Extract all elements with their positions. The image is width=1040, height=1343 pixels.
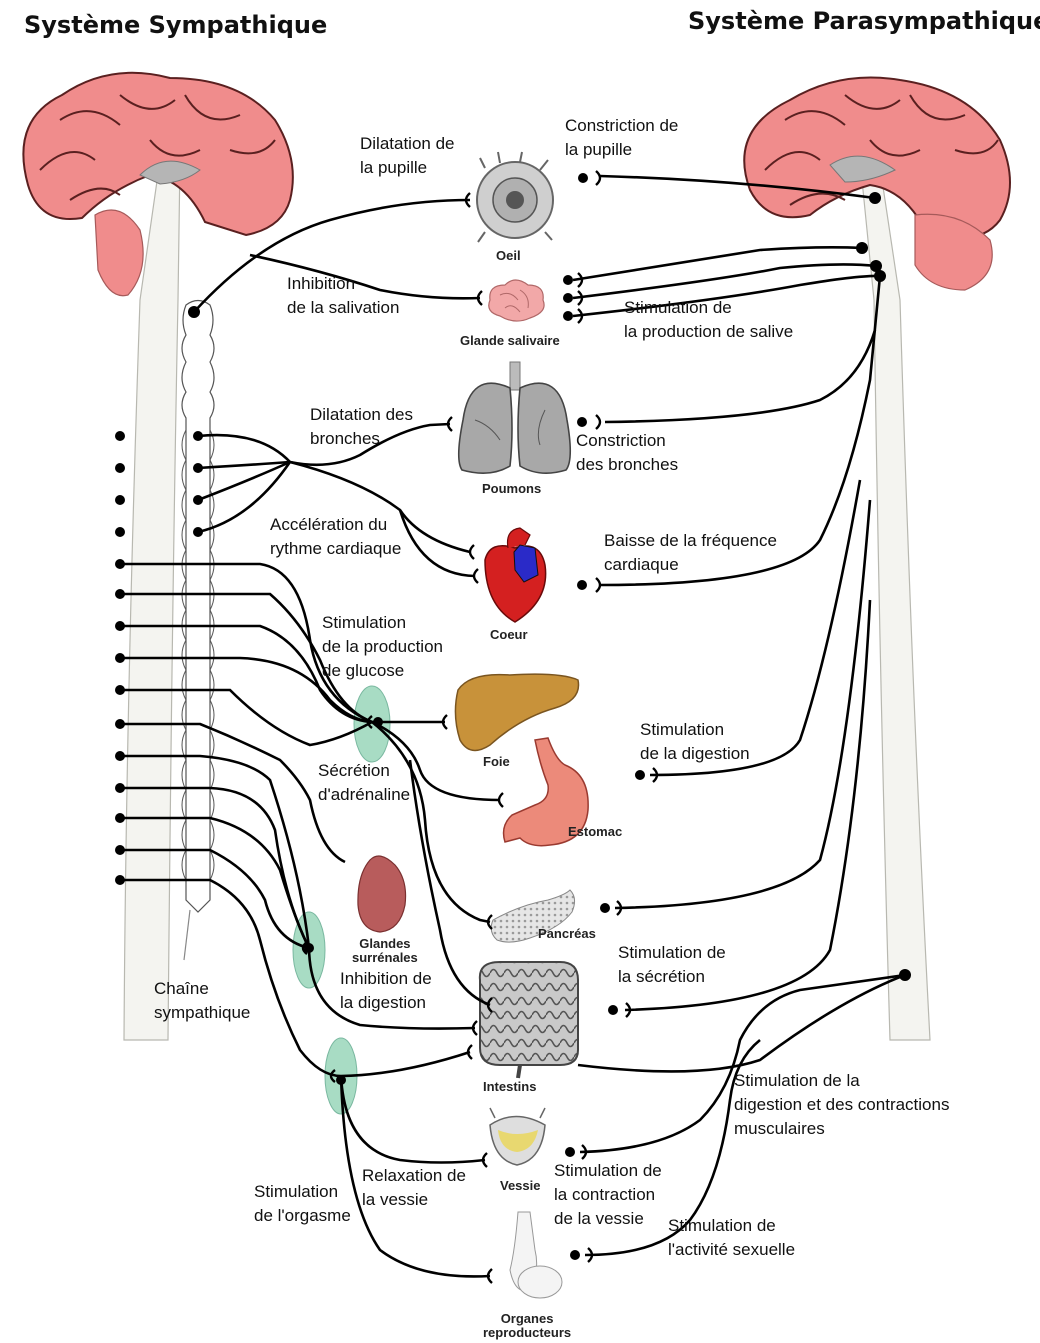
para-contractions-label: Stimulation de la digestion et des contr… xyxy=(734,1069,949,1141)
sym-pupil-dilation-label: Dilatation de la pupille xyxy=(360,132,455,180)
para-bladder-label: Stimulation de la contraction de la vess… xyxy=(554,1159,662,1231)
parasympathetic-title: Système Parasympathique xyxy=(688,6,1040,36)
salivary-gland-organ xyxy=(489,280,544,321)
intestines-organ xyxy=(480,962,578,1078)
adrenal-gland-organ xyxy=(358,856,406,932)
pancreas-label: Pancréas xyxy=(538,927,596,941)
eye-label: Oeil xyxy=(496,249,521,263)
sym-adrenaline-label: Sécrétion d'adrénaline xyxy=(318,759,410,807)
bladder-label: Vessie xyxy=(500,1179,541,1193)
sym-glucose-label: Stimulation de la production de glucose xyxy=(322,611,443,683)
sym-salivation-label: Inhibition de la salivation xyxy=(287,272,399,320)
para-digestion-label: Stimulation de la digestion xyxy=(640,718,750,766)
heart-label: Coeur xyxy=(490,628,528,642)
para-heart-rate-label: Baisse de la fréquence cardiaque xyxy=(604,529,777,577)
heart-organ xyxy=(485,528,546,622)
lungs-organ xyxy=(459,362,571,473)
sympathetic-chain-label: Chaîne sympathique xyxy=(154,977,250,1025)
right-spinal-cord xyxy=(862,175,930,1040)
lungs-label: Poumons xyxy=(482,482,541,496)
intestines-label: Intestins xyxy=(483,1080,536,1094)
liver-label: Foie xyxy=(483,755,510,769)
para-bronchi-label: Constriction des bronches xyxy=(576,429,678,477)
para-sexual-label: Stimulation de l'activité sexuelle xyxy=(668,1214,795,1262)
celiac-ganglion xyxy=(354,686,390,762)
sympathetic-title: Système Sympathique xyxy=(24,10,327,40)
para-pupil-constriction-label: Constriction de la pupille xyxy=(565,114,678,162)
bladder-organ xyxy=(490,1108,545,1165)
sym-heart-rate-label: Accélération du rythme cardiaque xyxy=(270,513,401,561)
sym-orgasm-label: Stimulation de l'orgasme xyxy=(254,1180,351,1228)
para-secretion-label: Stimulation de la sécrétion xyxy=(618,941,726,989)
reproductive-organs-label: Organes reproducteurs xyxy=(483,1312,571,1340)
liver-organ xyxy=(455,674,578,750)
stomach-label: Estomac xyxy=(568,825,622,839)
salivary-gland-label: Glande salivaire xyxy=(460,334,560,348)
adrenal-gland-label: Glandes surrénales xyxy=(352,937,418,965)
sympathetic-chain xyxy=(182,301,214,961)
sym-bladder-label: Relaxation de la vessie xyxy=(362,1164,466,1212)
sym-digestion-label: Inhibition de la digestion xyxy=(340,967,432,1015)
eye-organ xyxy=(477,152,553,242)
para-saliva-label: Stimulation de la production de salive xyxy=(624,296,793,344)
sym-bronchi-label: Dilatation des bronches xyxy=(310,403,413,451)
